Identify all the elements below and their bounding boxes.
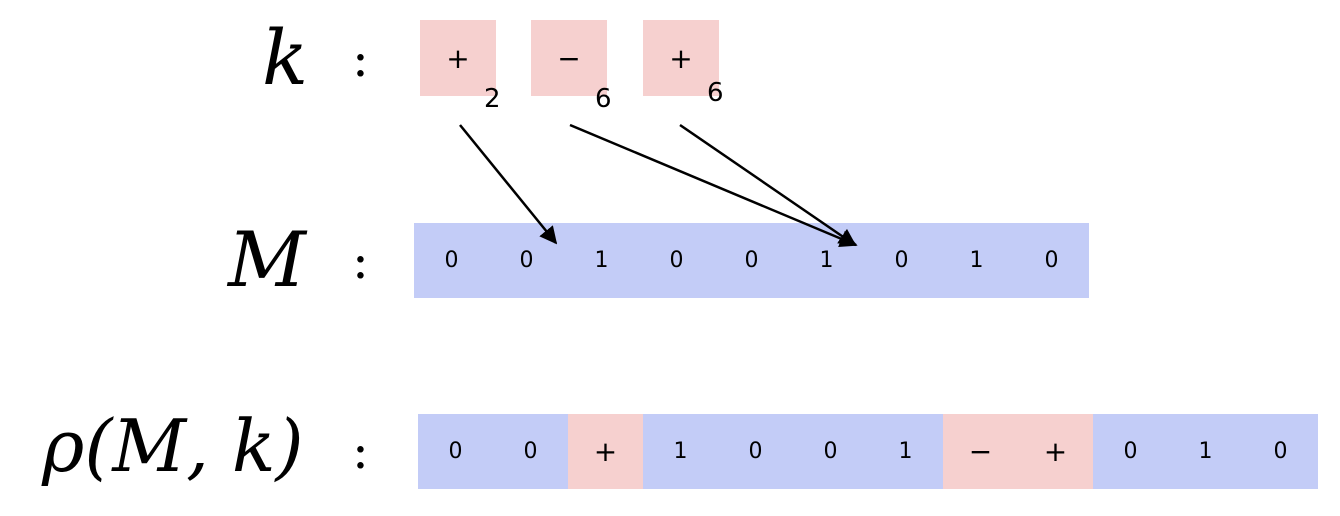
key-cell: + [643,20,719,96]
key-index: 6 [707,78,724,108]
colon-k: : [352,30,369,88]
mask-cell: 0 [894,248,909,273]
mask-cell: 0 [444,248,459,273]
result-mask-cell: 0 [718,414,793,489]
result-key-cell: − [943,414,1018,489]
result-mask-cell: 0 [418,414,493,489]
key-index: 6 [595,84,612,114]
result-mask-cell: 0 [493,414,568,489]
colon-m: : [352,232,369,290]
mask-cell: 1 [594,248,609,273]
mask-cell: 1 [969,248,984,273]
result-mask-cell: 1 [643,414,718,489]
insertion-arrow [459,124,558,245]
mask-cell: 0 [669,248,684,273]
result-mask-cell: 0 [1243,414,1318,489]
mask-cell: 1 [819,248,834,273]
insertion-arrow [569,123,858,247]
key-index: 2 [484,84,501,114]
key-cell: + [420,20,496,96]
label-rho: ρ(M, k) [42,404,304,488]
result-key-cell: + [1018,414,1093,489]
result-mask-cell: 1 [868,414,943,489]
mask-cell: 0 [744,248,759,273]
label-k: k [262,13,309,102]
result-mask-cell: 0 [793,414,868,489]
result-key-cell: + [568,414,643,489]
key-cell: − [531,20,607,96]
result-mask-cell: 1 [1168,414,1243,489]
insertion-arrow [679,123,857,247]
mask-cell: 0 [519,248,534,273]
label-m: M [228,215,306,304]
colon-rho: : [352,422,369,480]
mask-cell: 0 [1044,248,1059,273]
result-mask-cell: 0 [1093,414,1168,489]
mask-strip [414,223,1089,298]
